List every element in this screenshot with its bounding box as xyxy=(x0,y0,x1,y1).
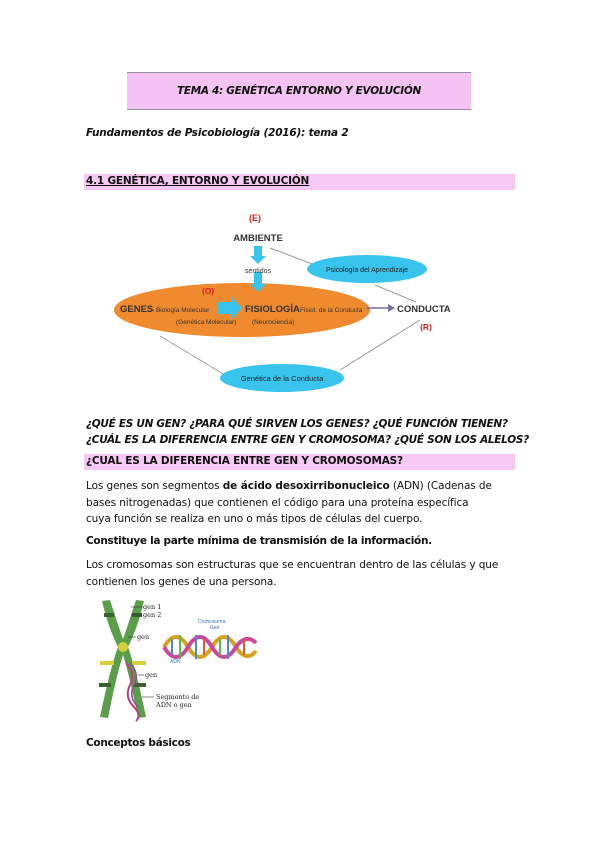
label-adn: ADN xyxy=(170,659,181,665)
psicologia-ellipse xyxy=(307,255,427,283)
paragraph-cromosomas: Los cromosomas son estructuras que se en… xyxy=(86,557,516,590)
paragraph-cromosomas-line2: contienen los genes de una persona. xyxy=(86,575,277,588)
paragraph-genes-line2: bases nitrogenadas) que contienen el cód… xyxy=(86,496,469,509)
arrow-head-conducta-icon xyxy=(388,304,395,312)
paragraph-cromosomas-line1: Los cromosomas son estructuras que se en… xyxy=(86,559,499,571)
label-gen-lower: gen xyxy=(145,671,157,679)
line-genes-genetica xyxy=(159,335,226,376)
arrow-right-icon xyxy=(218,297,242,319)
label-ambiente: AMBIENTE xyxy=(233,233,283,244)
label-e: (E) xyxy=(249,213,261,223)
label-genes: GENES xyxy=(120,304,153,315)
line-genetica-conducta xyxy=(339,319,421,371)
para1-after: (ADN) (Cadenas de xyxy=(389,480,492,492)
label-biologia: - Biología Molecular xyxy=(152,307,210,314)
label-genetica-molecular: (Genética Molecular) xyxy=(176,319,236,326)
paragraph-genes-line1: Los genes son segmentos de ácido desoxir… xyxy=(86,478,516,495)
question-line-1: ¿QUÉ ES UN GEN? ¿PARA QUÉ SIRVEN LOS GEN… xyxy=(86,418,508,430)
section-heading-bar-2: ¿CUAL ES LA DIFERENCIA ENTRE GEN Y CROMO… xyxy=(84,454,515,470)
label-conducta: CONDUCTA xyxy=(397,304,451,315)
chromosome-icon xyxy=(100,600,146,718)
label-gen: gen xyxy=(137,633,149,641)
chromosome-figure: gen 1 gen 2 gen gen Segmento de ADN o ge… xyxy=(86,597,260,723)
section-heading-bar: 4.1 GENÉTICA, ENTORNO Y EVOLUCIÓN xyxy=(84,174,515,190)
label-psicologia: Psicología del Aprendizaje xyxy=(326,267,408,274)
orange-ellipse xyxy=(114,283,370,337)
final-heading: Conceptos básicos xyxy=(86,737,191,749)
arrow-down-icon xyxy=(250,246,266,264)
label-neurociencia: (Neurociencia) xyxy=(252,319,294,326)
label-gen1: gen 1 xyxy=(143,603,161,611)
label-o: (O) xyxy=(202,286,214,296)
label-genetica-conducta: Genética de la Conducta xyxy=(241,374,324,383)
line-ambiente-psicologia xyxy=(269,247,316,266)
arrow-down-icon-2 xyxy=(250,272,266,292)
label-fisiologia: FISIOLOGÍA xyxy=(245,304,300,315)
label-sentidos: sentidos xyxy=(245,268,272,275)
line-psicologia-conducta xyxy=(374,284,417,303)
document-subtitle: Fundamentos de Psicobiología (2016): tem… xyxy=(86,127,349,139)
label-cromosoma: Cromosoma xyxy=(198,619,225,625)
dna-strand-icon xyxy=(125,662,140,722)
section-heading-2: ¿CUAL ES LA DIFERENCIA ENTRE GEN Y CROMO… xyxy=(86,455,403,467)
genetics-diagram: (E) AMBIENTE sentidos Psicología del Apr… xyxy=(114,213,451,392)
label-fisiol-conducta: - Fisiol. de la Conducta xyxy=(296,307,363,314)
question-line-2: ¿CUÁL ES LA DIFERENCIA ENTRE GEN Y CROMO… xyxy=(86,434,529,446)
document-title-box: TEMA 4: GENÉTICA ENTORNO Y EVOLUCIÓN xyxy=(127,72,471,110)
bold-statement: Constituye la parte mínima de transmisió… xyxy=(86,535,432,547)
paragraph-genes: Los genes son segmentos de ácido desoxir… xyxy=(86,478,516,528)
label-gen2: gen 2 xyxy=(143,611,161,619)
label-r: (R) xyxy=(420,322,432,332)
genetica-conducta-ellipse xyxy=(220,364,344,392)
para1-before: Los genes son segmentos xyxy=(86,480,223,492)
label-gen-small: Gen xyxy=(210,625,220,631)
para1-bold: de ácido desoxirribonucleico xyxy=(222,480,390,492)
paragraph-genes-line3: cuya función se realiza en uno o más tip… xyxy=(86,513,423,525)
document-title: TEMA 4: GENÉTICA ENTORNO Y EVOLUCIÓN xyxy=(176,85,421,97)
label-segmento2: ADN o gen xyxy=(155,701,192,709)
section-heading: 4.1 GENÉTICA, ENTORNO Y EVOLUCIÓN xyxy=(86,175,310,187)
double-helix-icon xyxy=(162,635,258,659)
label-segmento1: Segmento de xyxy=(156,693,199,701)
